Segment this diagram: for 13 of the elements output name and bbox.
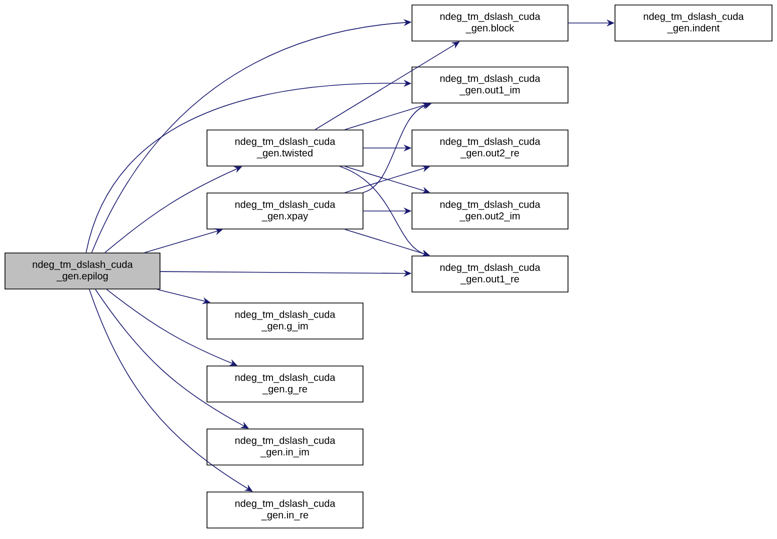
function-box: ndeg_tm_dslash_cuda _gen.in_re: [206, 492, 364, 528]
function-box: ndeg_tm_dslash_cuda _gen.xpay: [206, 192, 364, 230]
function-box: ndeg_tm_dslash_cuda _gen.out2_re: [412, 130, 568, 166]
function-box: ndeg_tm_dslash_cuda _gen.epilog: [4, 252, 160, 290]
function-box: ndeg_tm_dslash_cuda _gen.out2_im: [412, 192, 568, 230]
function-box: ndeg_tm_dslash_cuda _gen.g_re: [206, 366, 364, 402]
function-box: ndeg_tm_dslash_cuda _gen.in_im: [206, 428, 364, 466]
function-box: ndeg_tm_dslash_cuda _gen.out1_im: [412, 66, 568, 104]
function-box: ndeg_tm_dslash_cuda _gen.out1_re: [412, 256, 568, 292]
function-box: ndeg_tm_dslash_cuda _gen.indent: [614, 4, 772, 42]
function-box: ndeg_tm_dslash_cuda _gen.g_im: [206, 302, 364, 340]
function-box: ndeg_tm_dslash_cuda _gen.twisted: [206, 130, 364, 166]
function-box: ndeg_tm_dslash_cuda _gen.block: [412, 4, 568, 42]
